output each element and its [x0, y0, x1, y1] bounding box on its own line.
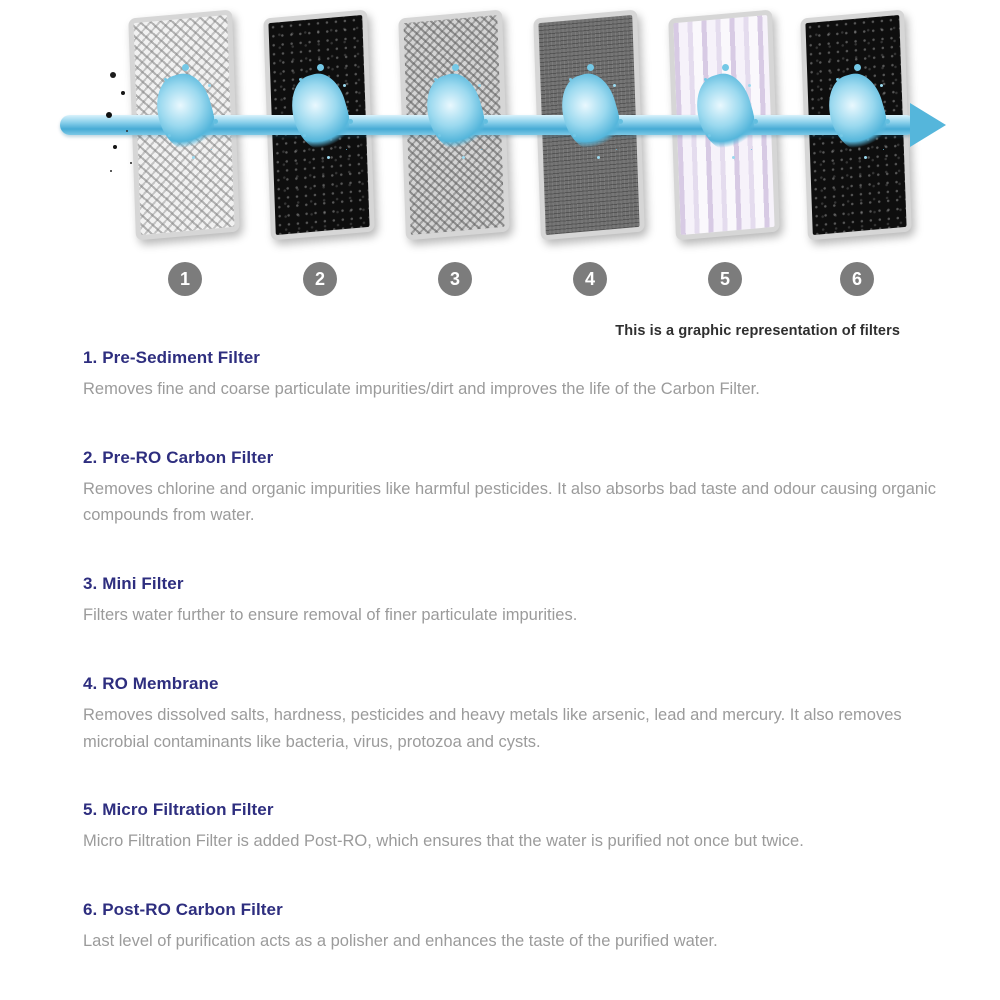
- diagram-caption: This is a graphic representation of filt…: [615, 323, 900, 339]
- section-ro-membrane: 4. RO Membrane Removes dissolved salts, …: [83, 674, 942, 755]
- dirt-splash-icon: [110, 72, 116, 78]
- section-body: Micro Filtration Filter is added Post-RO…: [83, 832, 804, 851]
- filter-descriptions: 1. Pre-Sediment Filter Removes fine and …: [83, 348, 942, 955]
- section-micro-filtration-filter: 5. Micro Filtration Filter Micro Filtrat…: [83, 800, 942, 855]
- section-heading: 1. Pre-Sediment Filter: [83, 348, 260, 367]
- section-heading: 4. RO Membrane: [83, 673, 219, 693]
- section-post-ro-carbon-filter: 6. Post-RO Carbon Filter Last level of p…: [83, 900, 942, 955]
- section-heading: 5. Micro Filtration Filter: [83, 800, 274, 820]
- filter-number-badge-5: 5: [708, 262, 742, 296]
- section-body: Removes chlorine and organic impurities …: [83, 479, 936, 525]
- section-heading: 3. Mini Filter: [83, 574, 184, 594]
- section-mini-filter: 3. Mini Filter Filters water further to …: [83, 574, 942, 629]
- section-body: Removes fine and coarse particulate impu…: [83, 380, 760, 398]
- section-pre-ro-carbon-filter: 2. Pre-RO Carbon Filter Removes chlorine…: [83, 448, 942, 529]
- filter-number-badge-2: 2: [303, 262, 337, 296]
- section-body: Filters water further to ensure removal …: [83, 606, 578, 625]
- filter-number-badge-1: 1: [168, 262, 202, 296]
- section-heading: 2. Pre-RO Carbon Filter: [83, 447, 274, 467]
- filter-number-badge-4: 4: [573, 262, 607, 296]
- section-pre-sediment-filter: 1. Pre-Sediment Filter Removes fine and …: [83, 348, 942, 403]
- filter-diagram: 1 2 3 4 5 6 This is a graphic representa…: [0, 0, 1000, 345]
- section-heading: 6. Post-RO Carbon Filter: [83, 900, 283, 920]
- water-stream: [60, 115, 916, 135]
- section-body: Last level of purification acts as a pol…: [83, 932, 718, 951]
- section-body: Removes dissolved salts, hardness, pesti…: [83, 705, 902, 751]
- filter-number-badge-6: 6: [840, 262, 874, 296]
- filter-number-badge-3: 3: [438, 262, 472, 296]
- water-flow-arrow-icon: [910, 103, 946, 147]
